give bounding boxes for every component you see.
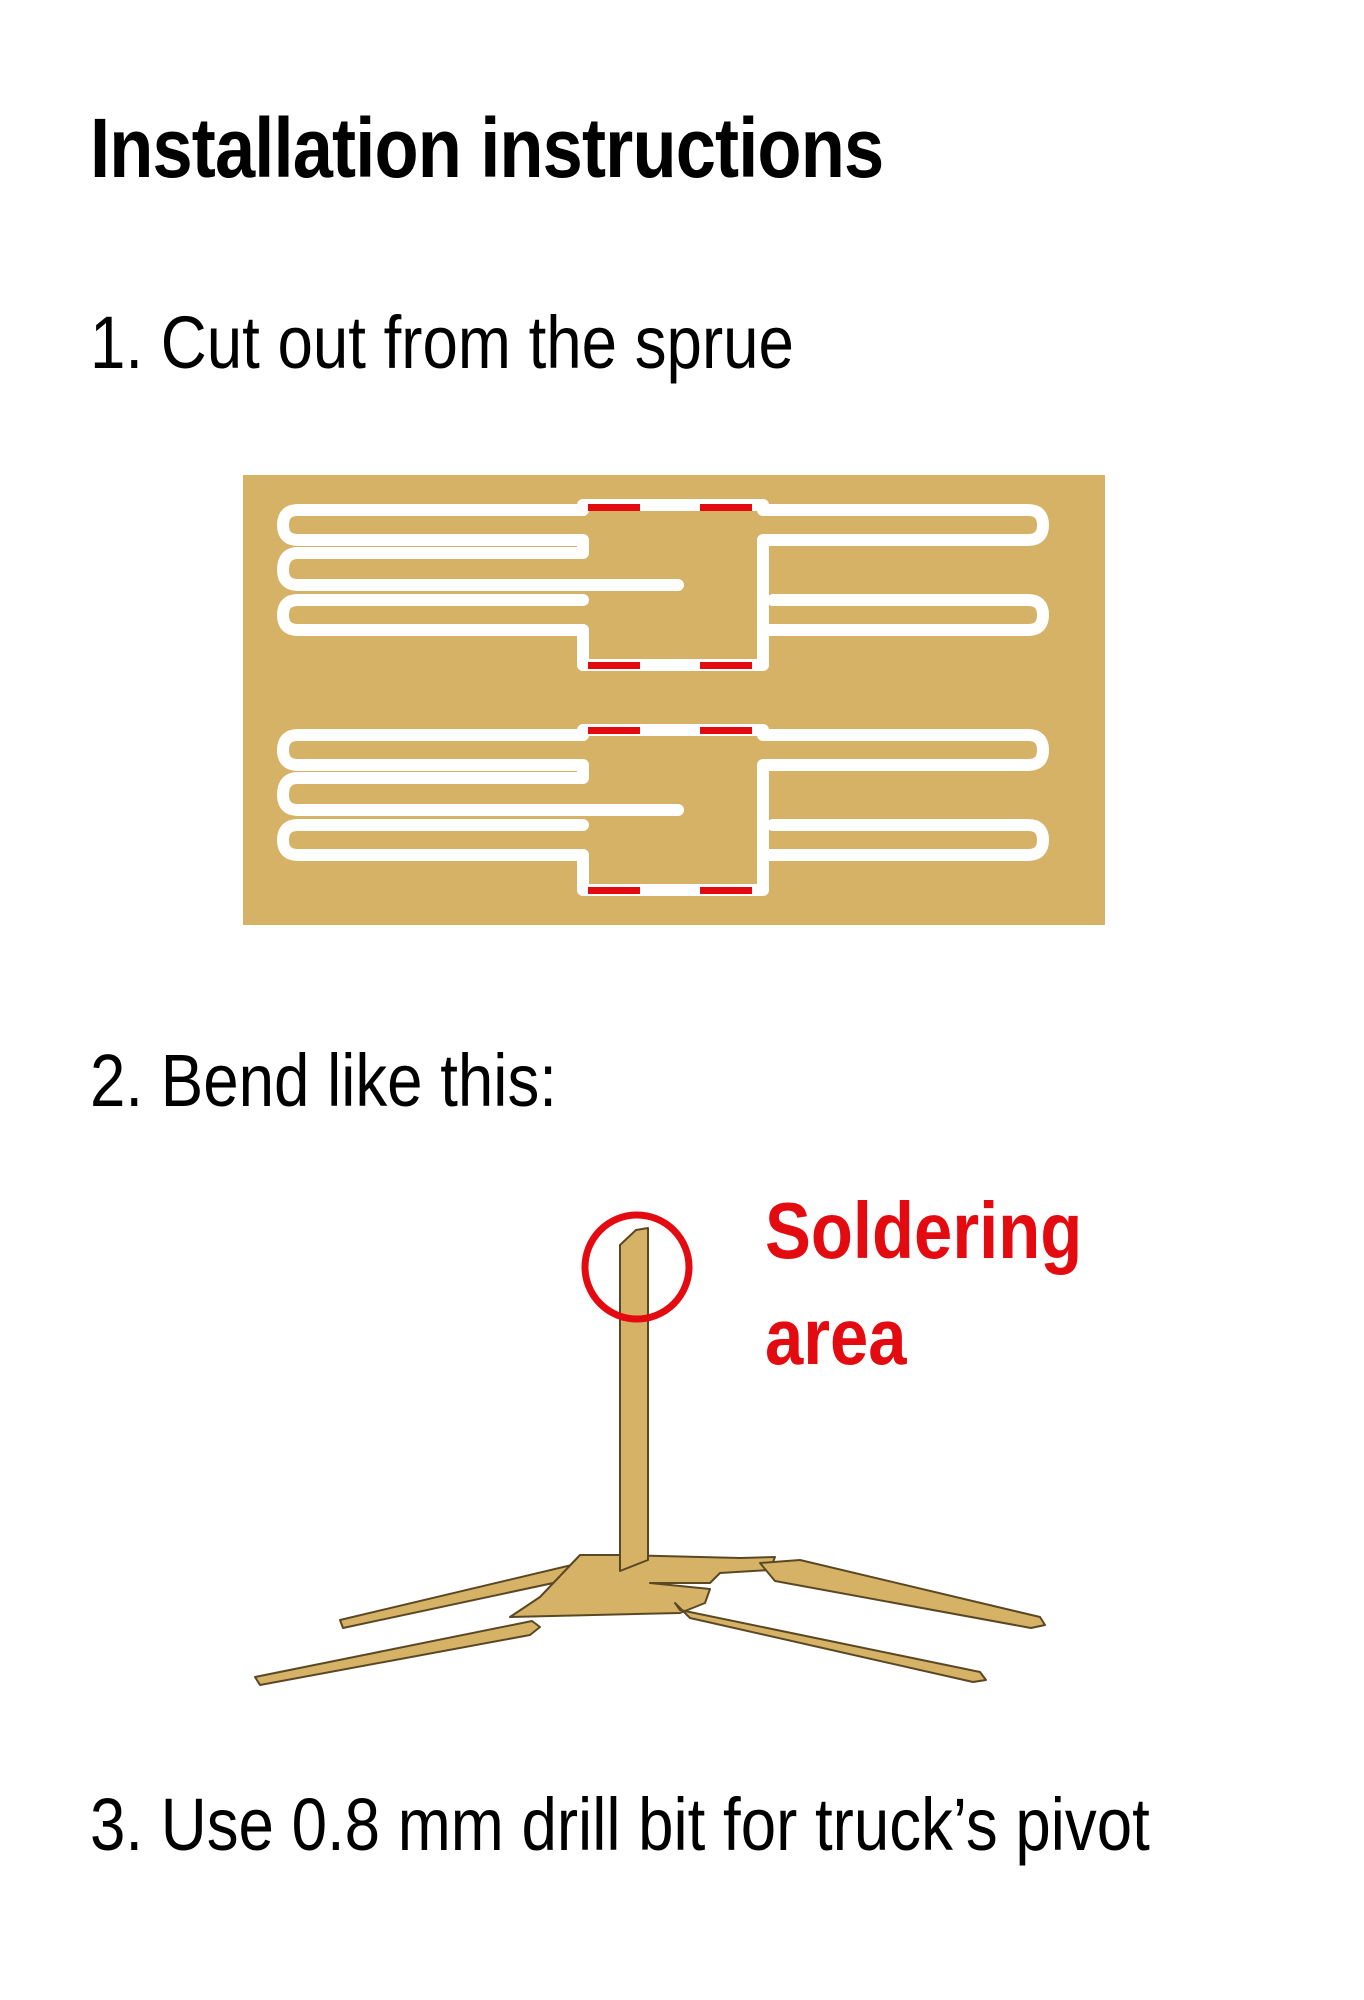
lower-left-arm: [254, 1620, 541, 1686]
cut-mark: [700, 887, 752, 894]
cut-mark: [700, 727, 752, 734]
etched-part-upper: [277, 499, 1049, 671]
cut-mark: [588, 504, 640, 511]
cut-mark: [588, 727, 640, 734]
cut-marks: [588, 504, 752, 894]
page-title: Installation instructions: [90, 101, 884, 195]
cut-mark: [700, 504, 752, 511]
soldering-area-marker: [581, 1211, 693, 1323]
cut-mark: [700, 662, 752, 669]
cut-mark: [588, 887, 640, 894]
step-1-label: 1. Cut out from the sprue: [90, 301, 794, 384]
soldering-area-label: Soldering area: [765, 1178, 1082, 1390]
step-3-label: 3. Use 0.8 mm drill bit for truck’s pivo…: [90, 1783, 1150, 1866]
sprue-sheet-figure: [243, 475, 1105, 925]
bent-brass-part: [254, 1227, 1046, 1686]
step-2-label: 2. Bend like this:: [90, 1039, 557, 1122]
base-plate: [509, 1554, 776, 1618]
lower-right-arm: [674, 1602, 987, 1683]
upper-right-arm: [759, 1559, 1046, 1629]
etched-part-lower: [277, 724, 1049, 896]
soldering-label-line-1: Soldering: [765, 1186, 1083, 1275]
cut-mark: [588, 662, 640, 669]
soldering-label-line-2: area: [765, 1292, 907, 1381]
bent-part-figure: [254, 1211, 1046, 1686]
vertical-post: [619, 1227, 649, 1572]
